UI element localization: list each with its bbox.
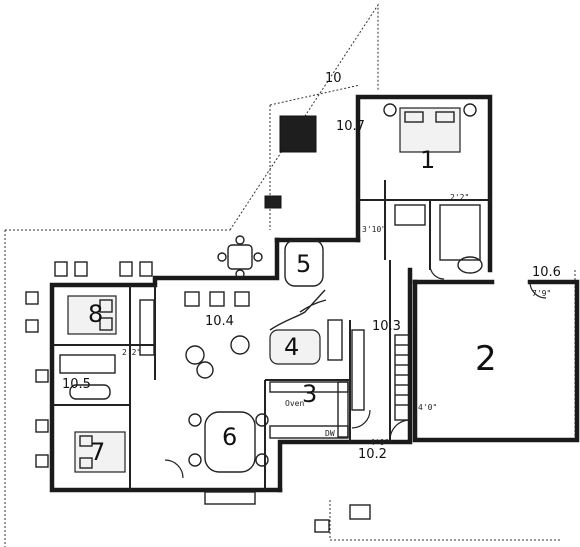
sketch-annotation [269,289,327,331]
patio-chairs [25,261,153,468]
oven-label: Oven [285,399,304,408]
grill [264,195,282,209]
svg-text:2'2": 2'2" [450,193,469,202]
zone-labels: 10.2 10.3 10.4 10.5 10.6 10.7 [62,119,561,462]
outdoor-dining-table [217,235,263,279]
stairs [394,334,410,421]
dining-table-room-5 [284,239,324,287]
zone-label-10-4: 10.4 [205,314,234,329]
room-label-2: 2 [475,339,497,379]
room-label-4: 4 [284,333,299,361]
master-bath-fixtures [394,204,483,274]
dimension-labels: 3'10" 2'2" 4'0" 4'0" 7'9" 2'2" [122,193,551,447]
master-bed [383,103,477,153]
room-label-8: 8 [88,300,103,328]
room-labels: 1 2 3 4 5 6 7 8 10 [88,71,497,466]
entry-steps [204,491,371,533]
room-label-7: 7 [90,438,105,466]
svg-text:4'0": 4'0" [370,438,389,447]
living-room-furniture [139,291,343,379]
room-label-6: 6 [222,423,237,451]
room-label-5: 5 [296,250,311,278]
zone-label-10-6: 10.6 [532,265,561,280]
room-label-10: 10 [325,71,342,86]
hot-tub-pad [279,115,317,153]
zone-label-10-3: 10.3 [372,319,401,334]
dishwasher-label: DW [325,429,335,438]
room-label-1: 1 [420,146,435,174]
zone-label-10-5: 10.5 [62,377,91,392]
zone-label-10-7: 10.7 [336,119,365,134]
bath-fixtures [59,354,116,400]
zone-label-10-2: 10.2 [358,447,387,462]
kitchen-counters [269,329,365,439]
bed-room-7 [74,431,126,473]
room-label-3: 3 [302,380,317,408]
svg-text:4'0": 4'0" [418,403,437,412]
dining-table-room-6 [188,411,269,473]
doors [164,264,547,479]
svg-text:7'9": 7'9" [532,289,551,298]
bed-room-8 [67,295,117,335]
interior-walls [52,180,490,490]
svg-text:3'10": 3'10" [362,225,386,234]
svg-text:2'2": 2'2" [122,348,141,357]
